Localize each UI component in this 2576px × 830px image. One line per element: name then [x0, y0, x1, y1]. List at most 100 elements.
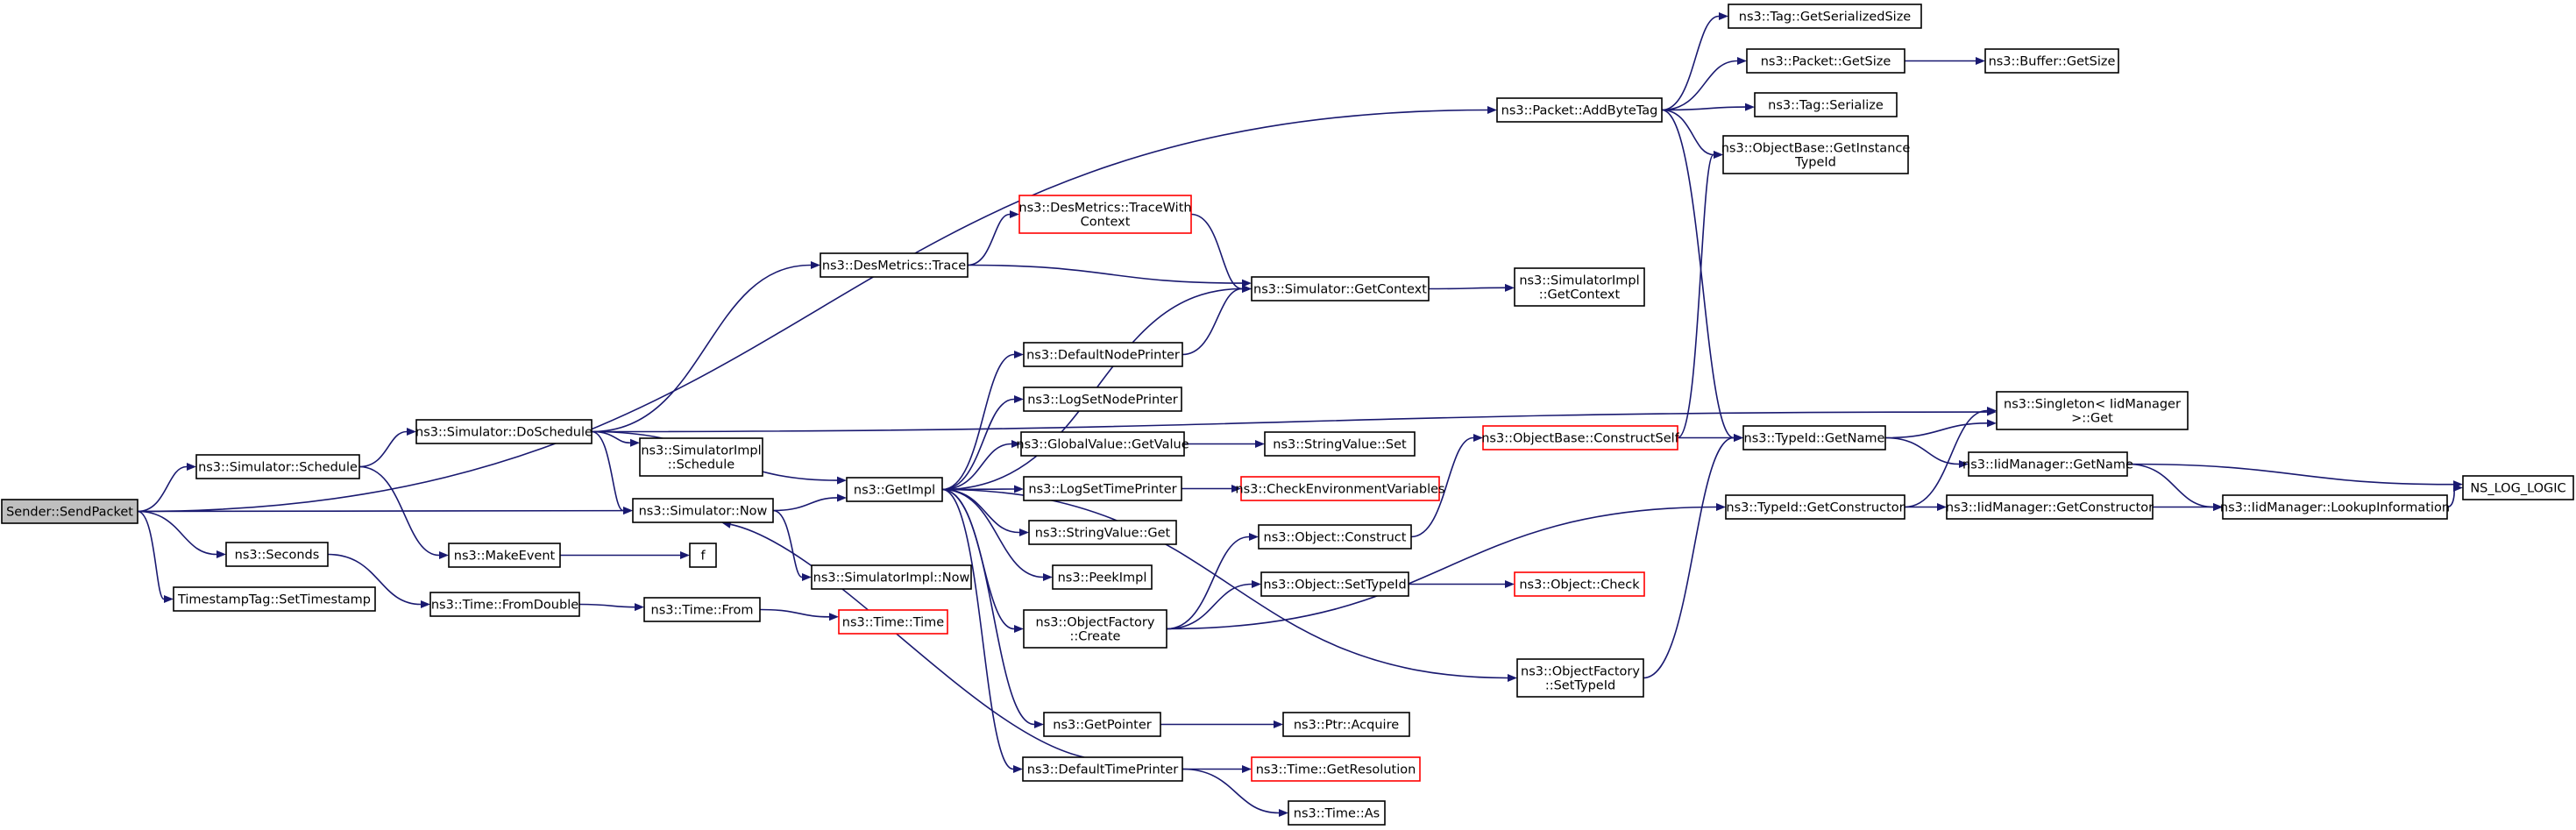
node-set-timestamp[interactable]: TimestampTag::SetTimestamp [173, 586, 376, 612]
node-box [448, 543, 561, 568]
node-typeid-getconstructor[interactable]: ns3::TypeId::GetConstructor [1725, 494, 1905, 520]
edge-line [967, 264, 1243, 284]
node-iidmanager-getname[interactable]: ns3::IidManager::GetName [1962, 451, 2133, 477]
edge-arrowhead [1014, 395, 1024, 403]
node-object-check[interactable]: ns3::Object::Check [1514, 571, 1645, 597]
edge-arrowhead [1714, 151, 1723, 159]
node-getpointer[interactable]: ns3::GetPointer [1043, 712, 1161, 737]
edge-arrowhead [1255, 440, 1265, 448]
edge-getimpl-to-log-set-node-printer [941, 395, 1024, 491]
node-iidmanager-lookupinformation[interactable]: ns3::IidManager::LookupInformation [2220, 494, 2450, 520]
node-label: TypeId [1794, 156, 1836, 170]
edge-line [730, 523, 1085, 758]
node-check-env-vars[interactable]: ns3::CheckEnvironmentVariables [1235, 476, 1445, 501]
node-globalvalue-getvalue[interactable]: ns3::GlobalValue::GetValue [1016, 431, 1189, 457]
node-default-node-printer[interactable]: ns3::DefaultNodePrinter [1023, 342, 1183, 367]
node-time-getresolution[interactable]: ns3::Time::GetResolution [1251, 756, 1421, 782]
node-box [1240, 476, 1440, 501]
edge-arrowhead [630, 438, 640, 447]
edge-objfactory-create-to-object-construct [1166, 533, 1259, 630]
node-box [811, 564, 972, 590]
node-time-fromdouble[interactable]: ns3::Time::FromDouble [429, 592, 580, 617]
node-send-packet[interactable]: Sender::SendPacket [1, 499, 138, 524]
node-sim-getcontext[interactable]: ns3::Simulator::GetContext [1251, 276, 1430, 301]
edge-line [941, 443, 1012, 491]
edge-objfactory-create-to-object-settypeid [1166, 580, 1261, 630]
edge-arrowhead [1043, 573, 1053, 581]
node-do-schedule[interactable]: ns3::Simulator::DoSchedule [415, 419, 593, 444]
node-box [1023, 342, 1183, 367]
node-simimpl-now[interactable]: ns3::SimulatorImpl::Now [811, 564, 972, 590]
edge-line [1428, 287, 1506, 290]
node-packet-addbytetag[interactable]: ns3::Packet::AddByteTag [1496, 97, 1663, 123]
node-label: ns3::DefaultNodePrinter [1026, 349, 1180, 363]
edge-arrowhead [1719, 12, 1728, 20]
node-box [1260, 571, 1409, 597]
node-time-from[interactable]: ns3::Time::From [643, 597, 761, 622]
node-log-set-node-printer[interactable]: ns3::LogSetNodePrinter [1023, 387, 1182, 412]
edge-line [2126, 463, 2454, 486]
node-log-set-time-printer[interactable]: ns3::LogSetTimePrinter [1023, 476, 1182, 501]
node-buffer-getsize[interactable]: ns3::Buffer::GetSize [1984, 48, 2119, 74]
node-seconds[interactable]: ns3::Seconds [225, 542, 329, 567]
node-time-as[interactable]: ns3::Time::As [1288, 800, 1386, 826]
node-make-event[interactable]: ns3::MakeEvent [448, 543, 561, 568]
edge-packet-addbytetag-to-typeid-getname [1661, 109, 1743, 442]
edge-arrowhead [829, 613, 839, 621]
node-default-time-printer[interactable]: ns3::DefaultTimePrinter [1022, 756, 1183, 782]
node-stringvalue-set[interactable]: ns3::StringValue::Set [1264, 431, 1416, 457]
node-label: ns3::IidManager::GetConstructor [1946, 501, 2154, 515]
edge-sim-now-to-getimpl [772, 493, 847, 512]
node-ptr-acquire[interactable]: ns3::Ptr::Acquire [1282, 712, 1410, 737]
node-peekimpl[interactable]: ns3::PeekImpl [1052, 564, 1153, 590]
node-ns-log-logic[interactable]: NS_LOG_LOGIC [2462, 475, 2574, 500]
node-objfactory-create[interactable]: ns3::ObjectFactory::Create [1023, 609, 1167, 649]
edge-getimpl-to-globalvalue-getvalue [941, 440, 1021, 491]
node-time-time[interactable]: ns3::Time::Time [838, 609, 948, 635]
node-simimpl-schedule[interactable]: ns3::SimulatorImpl::Schedule [639, 437, 763, 477]
node-tag-serialize[interactable]: ns3::Tag::Serialize [1754, 92, 1898, 117]
edge-globalvalue-getvalue-to-stringvalue-set [1184, 440, 1265, 448]
node-desmetrics-trace[interactable]: ns3::DesMetrics::Trace [820, 252, 969, 278]
edge-arrowhead [439, 551, 449, 559]
node-getimpl[interactable]: ns3::GetImpl [846, 477, 943, 502]
edge-line [1166, 536, 1250, 630]
node-label: ns3::ObjectFactory [1521, 665, 1640, 679]
node-label: ns3::TypeId::GetName [1744, 432, 1885, 446]
node-box [1288, 800, 1386, 826]
node-box [1020, 431, 1185, 457]
edge-packet-addbytetag-to-tag-getserializedsize [1661, 12, 1728, 111]
edge-arrowhead [1011, 440, 1021, 448]
edge-line [941, 488, 1044, 578]
node-tag-getserializedsize[interactable]: ns3::Tag::GetSerializedSize [1728, 4, 1922, 29]
node-sim-schedule[interactable]: ns3::Simulator::Schedule [195, 454, 360, 479]
node-object-construct[interactable]: ns3::Object::Construct [1258, 524, 1412, 550]
node-sim-now[interactable]: ns3::Simulator::Now [632, 498, 774, 523]
node-label: ns3::LogSetNodePrinter [1027, 394, 1178, 408]
edge-line [772, 497, 838, 512]
node-singleton-get[interactable]: ns3::Singleton< IidManager>::Get [1996, 391, 2189, 430]
edge-arrowhead [1252, 580, 1261, 588]
node-label: ns3::Seconds [235, 549, 320, 563]
node-iidmanager-getconstructor[interactable]: ns3::IidManager::GetConstructor [1946, 494, 2154, 520]
edge-line [1661, 109, 1714, 156]
node-label: ns3::ObjectFactory [1036, 616, 1155, 630]
edge-arrowhead [1937, 503, 1947, 511]
edge-arrowhead [1508, 674, 1517, 682]
node-object-settypeid[interactable]: ns3::Object::SetTypeId [1260, 571, 1409, 597]
node-simimpl-getcontext[interactable]: ns3::SimulatorImpl::GetContext [1514, 267, 1645, 307]
node-objfactory-settypeid[interactable]: ns3::ObjectFactory::SetTypeId [1516, 658, 1644, 698]
node-f[interactable]: f [689, 543, 717, 568]
node-packet-getsize[interactable]: ns3::Packet::GetSize [1746, 48, 1905, 74]
node-typeid-getname[interactable]: ns3::TypeId::GetName [1742, 425, 1886, 450]
edge-line [1661, 60, 1738, 111]
edge-desmetrics-trace-to-sim-getcontext [967, 264, 1252, 287]
node-stringvalue-get[interactable]: ns3::StringValue::Get [1028, 520, 1177, 545]
node-objbase-constructself[interactable]: ns3::ObjectBase::ConstructSelf [1481, 425, 1680, 450]
node-box [1264, 431, 1416, 457]
edge-line [137, 510, 217, 556]
node-box [820, 252, 969, 278]
edge-arrowhead [421, 600, 430, 608]
